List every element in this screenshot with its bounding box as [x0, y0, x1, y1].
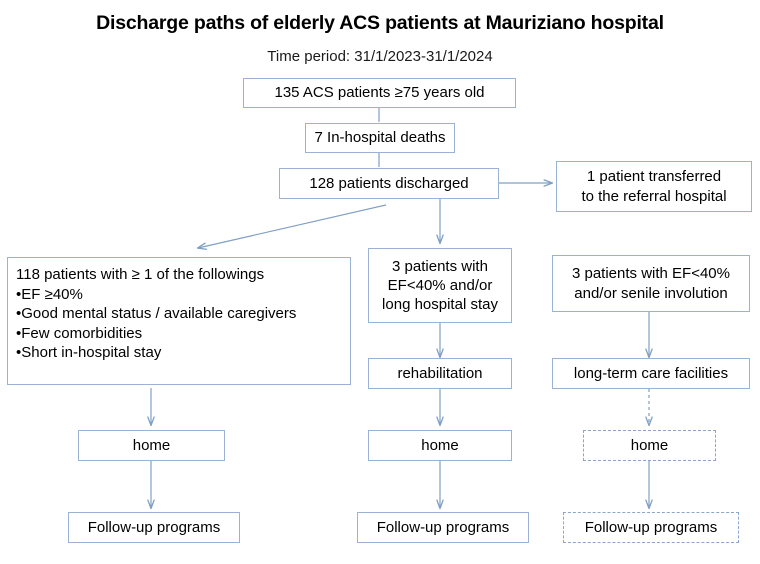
node-followup-b-label: Follow-up programs [376, 518, 510, 536]
node-home-a[interactable]: home [78, 430, 225, 461]
node-transferred-line1: 1 patient transferred [586, 168, 722, 186]
node-home-c[interactable]: home [583, 430, 716, 461]
node-group-a-bullet-short-stay: •Short in-hospital stay [16, 344, 162, 361]
node-followup-c[interactable]: Follow-up programs [563, 512, 739, 543]
node-transferred-line2: to the referral hospital [581, 187, 727, 205]
node-cohort[interactable]: 135 ACS patients ≥75 years old [243, 78, 516, 108]
node-followup-a-label: Follow-up programs [87, 518, 221, 536]
node-in-hospital-deaths-label: 7 In-hospital deaths [314, 129, 446, 147]
node-group-b-line3: long hospital stay [382, 296, 498, 314]
node-rehabilitation[interactable]: rehabilitation [368, 358, 512, 389]
node-group-a[interactable]: 118 patients with ≥ 1 of the followings … [7, 257, 351, 385]
node-group-a-bullet-comorbidities: •Few comorbidities [16, 324, 143, 342]
node-patients-discharged[interactable]: 128 patients discharged [279, 168, 499, 199]
node-rehabilitation-label: rehabilitation [397, 364, 483, 382]
node-group-b-line2: EF<40% and/or [387, 276, 493, 294]
page-title: Discharge paths of elderly ACS patients … [96, 12, 664, 34]
node-group-c-line1: 3 patients with EF<40% [571, 265, 730, 283]
node-group-a-title: 118 patients with ≥ 1 of the followings [16, 266, 265, 283]
node-home-b[interactable]: home [368, 430, 512, 461]
node-followup-b[interactable]: Follow-up programs [357, 512, 529, 543]
node-home-b-label: home [421, 436, 459, 454]
node-home-c-label: home [630, 436, 669, 454]
node-long-term-care[interactable]: long-term care facilities [552, 358, 750, 389]
node-followup-c-label: Follow-up programs [584, 518, 718, 536]
node-in-hospital-deaths[interactable]: 7 In-hospital deaths [305, 123, 455, 153]
node-followup-a[interactable]: Follow-up programs [68, 512, 240, 543]
node-patients-discharged-label: 128 patients discharged [309, 174, 469, 192]
node-group-b-line1: 3 patients with [392, 257, 488, 275]
node-group-c-line2: and/or senile involution [574, 284, 728, 302]
node-cohort-label: 135 ACS patients ≥75 years old [274, 84, 485, 102]
node-long-term-care-label: long-term care facilities [573, 364, 729, 382]
node-home-a-label: home [132, 436, 171, 454]
node-transferred[interactable]: 1 patient transferred to the referral ho… [556, 161, 752, 212]
node-group-a-bullet-mental-status: •Good mental status / available caregive… [16, 305, 297, 322]
page-subtitle: Time period: 31/1/2023-31/1/2024 [267, 48, 493, 65]
node-group-a-bullet-ef: •EF ≥40% [16, 285, 83, 303]
node-group-b[interactable]: 3 patients with EF<40% and/or long hospi… [368, 248, 512, 323]
node-group-c[interactable]: 3 patients with EF<40% and/or senile inv… [552, 255, 750, 312]
